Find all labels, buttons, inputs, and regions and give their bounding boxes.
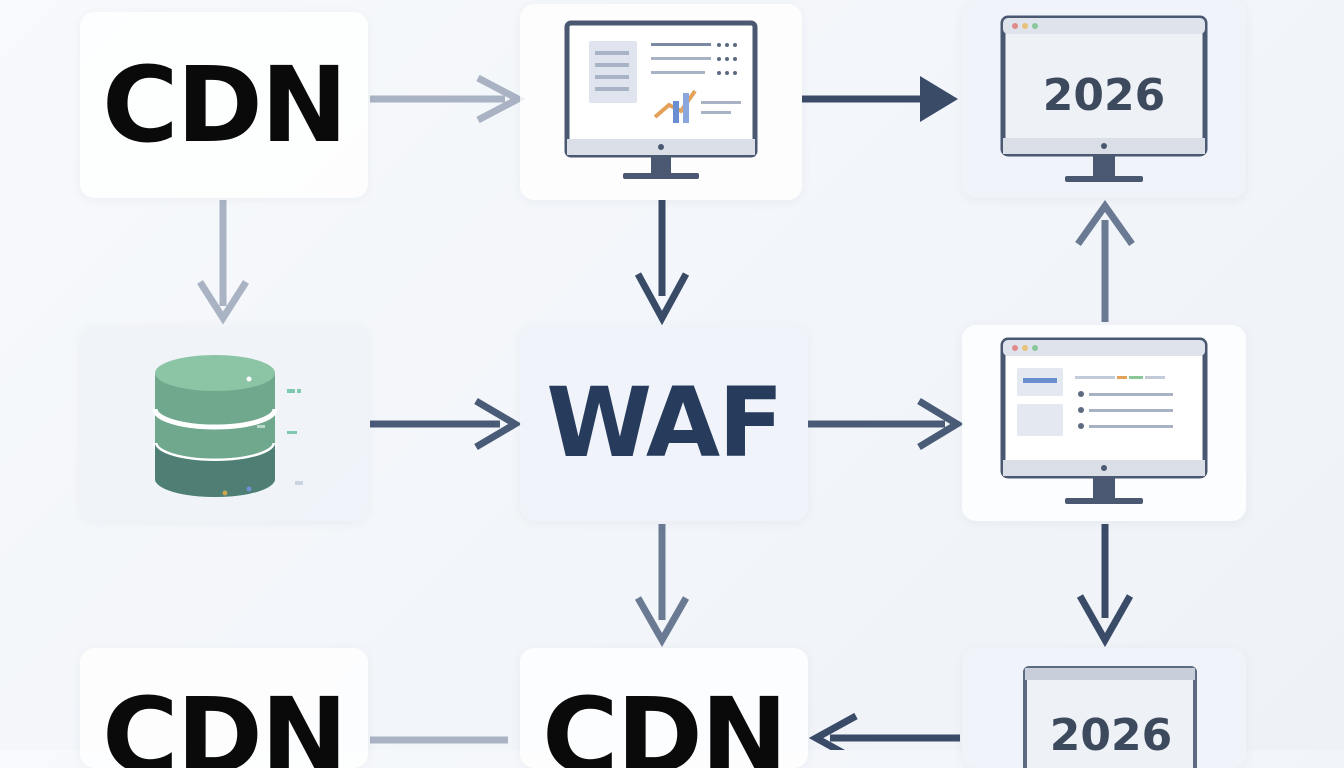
arrow-cdn-to-dashboard: [370, 74, 526, 124]
arrow-waf-to-browser: [808, 398, 964, 450]
arrow-waf-to-bottom-cdn: [634, 524, 690, 648]
arrow-browser-to-calendar: [1075, 199, 1135, 322]
calendar-card-bottom[interactable]: 2026: [962, 648, 1246, 768]
cdn-card-bottom-left[interactable]: CDN: [80, 648, 368, 768]
cdn-label-bottom-left: CDN: [102, 675, 348, 768]
cdn-card-top[interactable]: CDN: [80, 12, 368, 198]
dashboard-monitor-card[interactable]: [520, 4, 802, 200]
calendar-monitor-card[interactable]: 2026: [962, 0, 1246, 198]
dashboard-monitor-icon: [564, 20, 758, 179]
calendar-year-label-bottom: 2026: [1049, 710, 1173, 761]
browser-monitor-icon: [1000, 337, 1208, 504]
arrow-cdn-to-database: [197, 200, 249, 325]
waf-card[interactable]: WAF: [520, 325, 808, 521]
arrow-dashboard-to-calendar: [802, 76, 958, 122]
calendar-year-label: 2026: [1042, 70, 1166, 121]
cdn-label: CDN: [102, 44, 348, 166]
calendar-monitor-icon-bottom: [1023, 666, 1197, 768]
database-icon: [152, 355, 303, 497]
arrow-dashboard-to-waf: [634, 200, 690, 326]
waf-label: WAF: [546, 367, 783, 479]
cdn-card-bottom-center[interactable]: CDN: [520, 648, 808, 768]
arrow-calendar-to-bottom-cdn: [808, 712, 960, 750]
arrow-database-to-waf: [370, 397, 522, 451]
arrow-browser-to-bottom-calendar: [1076, 524, 1134, 648]
cdn-label-bottom-center: CDN: [542, 675, 788, 768]
browser-monitor-card[interactable]: [962, 325, 1246, 521]
database-card[interactable]: [80, 325, 368, 521]
calendar-monitor-icon: [1000, 15, 1208, 182]
